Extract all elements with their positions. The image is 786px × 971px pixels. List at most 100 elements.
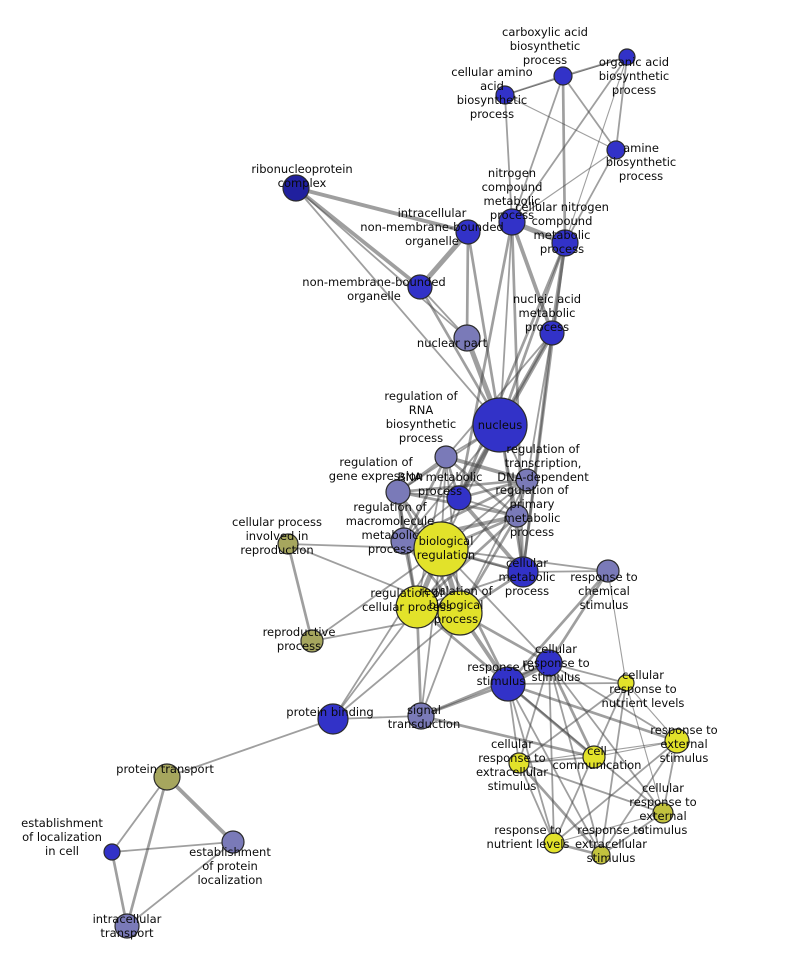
edge-estprotloc-intratransport: [126, 841, 234, 927]
edge-carb-amine: [562, 75, 617, 151]
edge-regtranscription-regbiological: [459, 479, 528, 614]
edge-nitrogen-nucleicacid: [510, 220, 554, 335]
node-cellcomm[interactable]: [582, 745, 606, 769]
node-nucleus[interactable]: [472, 397, 528, 453]
edge-cellrespstim-signal: [419, 661, 551, 718]
node-amine[interactable]: [606, 140, 626, 160]
node-estprotloc[interactable]: [221, 830, 245, 854]
edge-chemstim-cellrespnutrient: [607, 570, 627, 684]
node-cellrespstim[interactable]: [535, 649, 563, 677]
node-respexternal[interactable]: [664, 728, 690, 754]
node-carb[interactable]: [553, 66, 573, 86]
edge-ribo-nmborganelle: [294, 186, 422, 289]
node-cellrespextra[interactable]: [508, 752, 530, 774]
node-reproinvolved[interactable]: [277, 533, 299, 555]
node-signal[interactable]: [407, 702, 435, 730]
node-cellrespexternal[interactable]: [652, 802, 674, 824]
edge-proteintransport-intratransport: [125, 775, 169, 928]
edge-intraorganelle-nucleus: [466, 230, 502, 427]
node-respstim[interactable]: [490, 666, 526, 702]
node-label-nuclearpart: nuclear part: [417, 336, 488, 350]
node-regcellular[interactable]: [395, 585, 439, 629]
node-biologicalreg[interactable]: [413, 521, 469, 577]
edge-respnutrient-cellrespexternal: [553, 812, 664, 844]
edge-cellrespnutrient-respexternal: [625, 682, 678, 742]
edge-nucleicacid-regrna: [445, 332, 553, 458]
edge-cellrespstim-cellrespextra: [518, 662, 550, 764]
edge-proteintransport-estprotloc: [165, 775, 235, 844]
node-nucleicacid[interactable]: [539, 320, 565, 346]
edge-cellrespextra-respnutrient: [518, 762, 555, 844]
edge-cellnitrogen-rnametabolic: [457, 241, 567, 500]
edge-amino-amine: [504, 94, 617, 151]
node-cellularmetabolic[interactable]: [507, 556, 539, 588]
node-respnutrient[interactable]: [543, 832, 565, 854]
edge-regrna-regmacro: [402, 455, 448, 543]
node-intraorganelle[interactable]: [455, 219, 481, 245]
node-nuclearpart[interactable]: [453, 324, 481, 352]
edge-signal-biologicalreg: [420, 548, 442, 717]
node-label-proteinbinding: protein binding: [286, 705, 373, 719]
node-regrna[interactable]: [434, 445, 458, 469]
node-proteinbinding[interactable]: [317, 703, 349, 735]
edge-carb-cellnitrogen: [561, 74, 567, 245]
edge-cellrespextra-cellcomm: [518, 756, 595, 764]
edge-respstim-cellrespnutrient: [507, 682, 627, 685]
edge-respstim-cellrespexternal: [507, 683, 664, 814]
node-ribo[interactable]: [282, 174, 310, 202]
node-regbiological[interactable]: [437, 590, 483, 636]
edge-cellrespstim-cellrespexternal: [548, 662, 664, 814]
node-respextra[interactable]: [591, 845, 611, 865]
edge-respstim-respexternal: [506, 682, 679, 743]
node-chemstim[interactable]: [596, 559, 620, 583]
node-nmborganelle[interactable]: [407, 274, 433, 300]
node-proteintransport[interactable]: [153, 763, 181, 791]
edge-regprimary-regcellular: [415, 514, 519, 609]
node-label-proteintransport: protein transport: [116, 762, 214, 776]
node-reproductive[interactable]: [300, 629, 324, 653]
edge-ribo-intraorganelle: [294, 186, 470, 234]
edge-proteintransport-estlocincell: [111, 776, 168, 853]
node-amino[interactable]: [495, 85, 515, 105]
node-reggene[interactable]: [385, 479, 411, 505]
node-estlocincell[interactable]: [103, 843, 121, 861]
edge-estprotloc-estlocincell: [111, 841, 234, 853]
node-regprimary[interactable]: [505, 504, 529, 528]
node-label-nucleus: nucleus: [478, 418, 522, 432]
node-organic[interactable]: [618, 48, 636, 66]
edge-cellrespnutrient-cellrespextra: [518, 682, 627, 764]
node-intratransport[interactable]: [114, 913, 140, 939]
edge-proteinbinding-biologicalreg: [332, 548, 442, 720]
node-nitrogen[interactable]: [498, 208, 526, 236]
node-regtranscription[interactable]: [515, 468, 539, 492]
node-cellnitrogen[interactable]: [551, 229, 579, 257]
node-rnametabolic[interactable]: [446, 485, 472, 511]
edge-organic-amine: [615, 56, 628, 151]
edge-respstim-respextra: [507, 683, 602, 856]
edge-intraorganelle-nuclearpart: [465, 230, 470, 340]
node-cellrespnutrient[interactable]: [617, 674, 635, 692]
edge-cellnitrogen-nucleus: [498, 241, 567, 427]
